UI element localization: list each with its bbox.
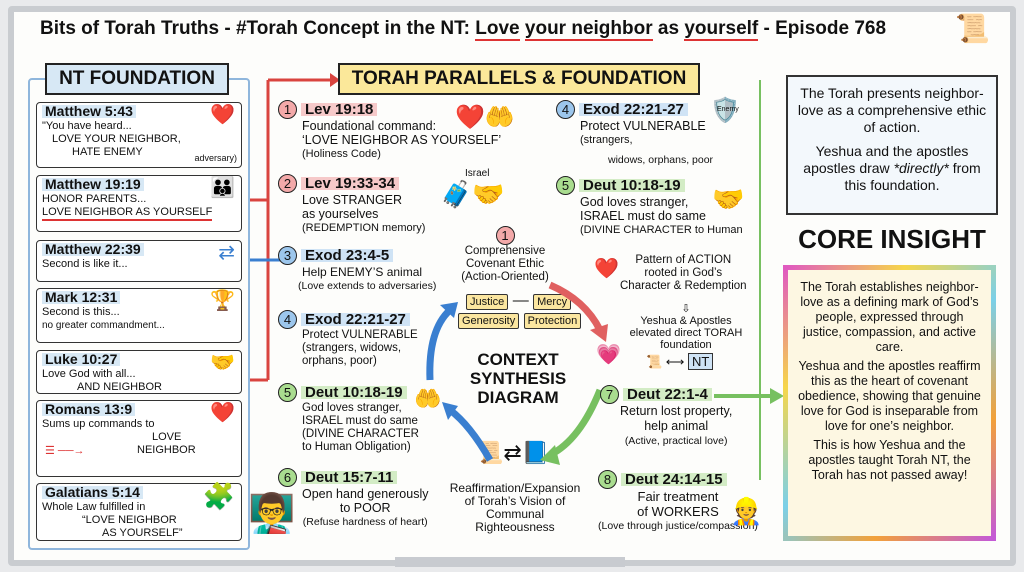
family-heart-icon: 👪 bbox=[210, 177, 235, 199]
israel-stranger-icon: Israel🧳🤝 bbox=[440, 168, 505, 209]
person-heart-icon: ❤️ bbox=[210, 402, 235, 424]
torah-parallels-header: TORAH PARALLELS & FOUNDATION bbox=[338, 63, 700, 95]
scroll-pencil-icon: 📜 bbox=[955, 13, 990, 44]
handshake-icon: 🤝 bbox=[712, 184, 745, 214]
handshake-icon: 🤝 bbox=[210, 352, 235, 374]
arrow-to-core-insight bbox=[714, 388, 784, 404]
page-title: Bits of Torah Truths - #Torah Concept in… bbox=[40, 18, 887, 41]
heart-enemy-icon: ❤️ bbox=[210, 104, 235, 126]
nt-card-matthew-5-43: Matthew 5:43"You have heard...LOVE YOUR … bbox=[36, 102, 242, 168]
teacher-avatar: 👨‍🏫 bbox=[248, 493, 296, 535]
core-insight-box: The Torah establishes neighbor-love as a… bbox=[783, 265, 996, 541]
scroll-nt-exchange: 📜 ⟷ NT bbox=[646, 353, 714, 370]
heart-hands-icon: ❤️ bbox=[594, 258, 619, 280]
nt-foundation-header: NT FOUNDATION bbox=[45, 63, 229, 95]
heart-hands-icon-2: 💗 bbox=[596, 344, 621, 366]
shield-enemy-icon: 🛡️Enemy bbox=[710, 97, 740, 124]
ethic-tags-2: Generosity Protection bbox=[458, 311, 582, 329]
heart-hand-icon: ❤️🤲 bbox=[455, 104, 515, 131]
marker-tray bbox=[395, 557, 625, 567]
worker-icon: 👷 bbox=[730, 496, 763, 526]
hands-icon: 🤲 bbox=[414, 386, 442, 411]
summary-box: The Torah presents neighbor-love as a co… bbox=[786, 75, 998, 215]
list-arrow-icon: ☰ ──→ bbox=[45, 445, 85, 457]
ethic-tags: Justice — Mercy bbox=[466, 292, 572, 310]
puzzle-icon: 🧩 bbox=[202, 481, 235, 511]
core-insight-title: CORE INSIGHT bbox=[798, 224, 986, 254]
trophy-icon: 🏆 bbox=[210, 290, 235, 312]
connector-arrows bbox=[250, 73, 761, 480]
exchange-arrows-icon: ⇄ bbox=[218, 242, 235, 264]
cycle-arrows bbox=[426, 281, 608, 465]
